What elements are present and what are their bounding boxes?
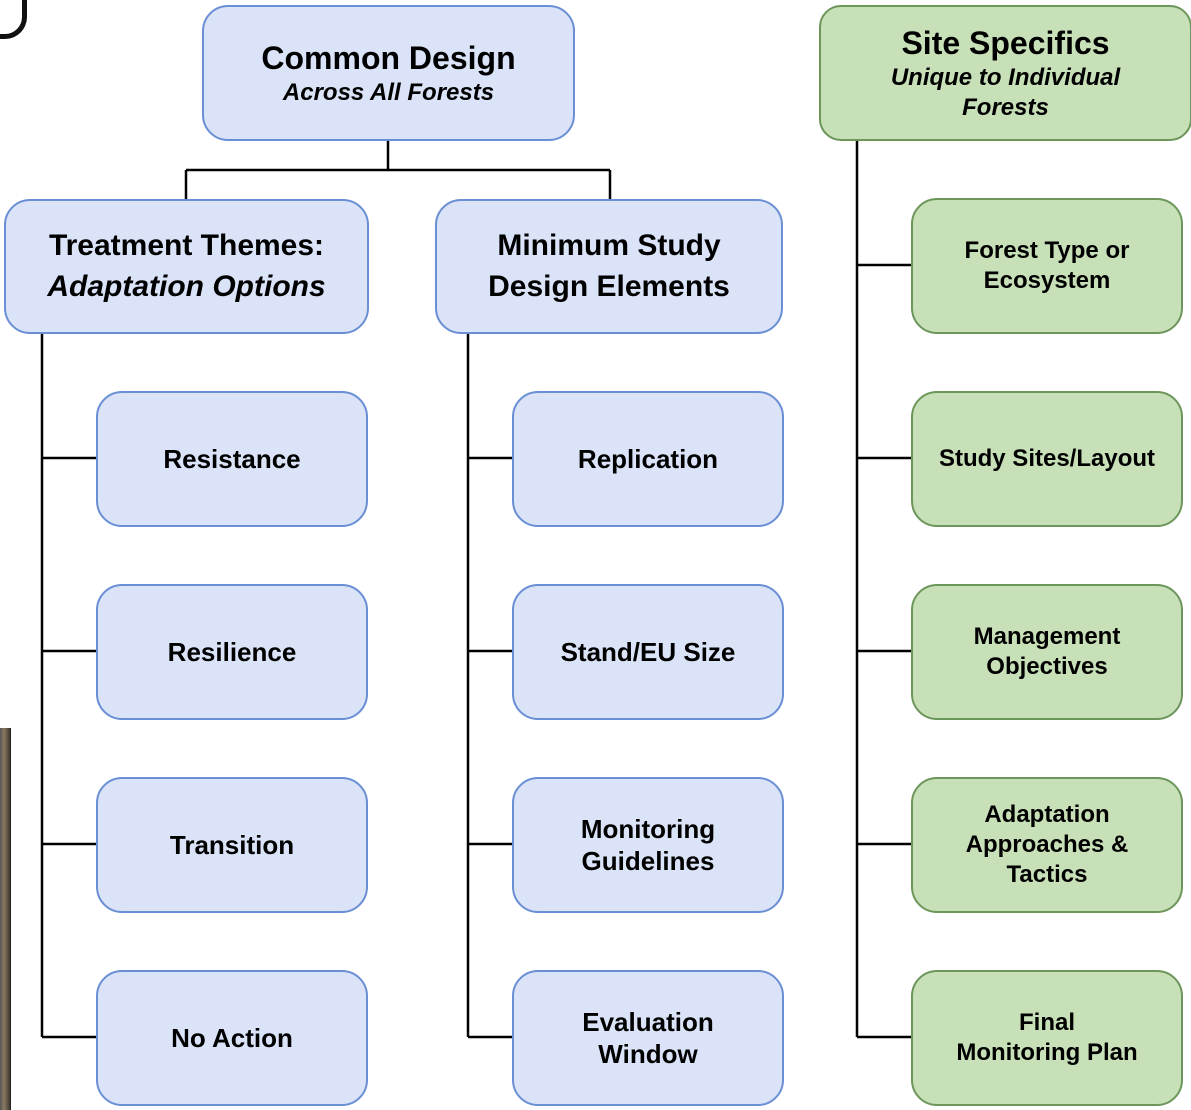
site-item-label-line2: Approaches & [965,831,1129,858]
study-item-stand-size: Stand/EU Size [512,584,784,720]
site-item-label-line1: Final [1018,1009,1075,1036]
study-item-label: Stand/EU Size [560,636,736,667]
theme-item-label: No Action [171,1022,293,1053]
study-item-monitoring: Monitoring Guidelines [512,777,784,913]
site-specifics-subtitle-line1: Unique to Individual [890,64,1121,91]
theme-item-label: Transition [169,829,295,860]
site-item-management: Management Objectives [911,584,1183,720]
site-specifics-subtitle-line2: Forests [962,94,1049,121]
cropped-glyph [0,0,27,39]
study-item-label-line2: Guidelines [581,846,715,876]
site-item-study-sites: Study Sites/Layout [911,391,1183,527]
common-design-subtitle: Across All Forests [282,79,495,106]
site-specifics-box: Site Specifics Unique to Individual Fore… [819,5,1191,141]
site-item-label-line1: Adaptation [984,801,1110,828]
study-item-label-line2: Window [598,1039,698,1069]
site-item-label-line3: Tactics [1006,861,1088,888]
study-item-evaluation: Evaluation Window [512,970,784,1106]
treatment-themes-subtitle: Adaptation Options [47,269,326,303]
site-item-final-plan: Final Monitoring Plan [911,970,1183,1106]
study-design-title-line1: Minimum Study [497,229,721,262]
study-item-label-line1: Monitoring [580,813,716,844]
site-item-forest-type: Forest Type or Ecosystem [911,198,1183,334]
site-item-label-line1: Management [973,623,1121,650]
common-design-box: Common Design Across All Forests [202,5,575,141]
study-item-label-line1: Evaluation [582,1006,714,1037]
theme-item-resistance: Resistance [96,391,368,527]
cropped-photo-edge [0,728,11,1110]
theme-item-no-action: No Action [96,970,368,1106]
site-item-label-line2: Objectives [986,653,1108,680]
treatment-themes-title: Treatment Themes: [48,229,325,262]
theme-item-transition: Transition [96,777,368,913]
treatment-themes-box: Treatment Themes: Adaptation Options [4,199,369,334]
site-item-label-line1: Forest Type or [964,237,1130,264]
study-item-replication: Replication [512,391,784,527]
study-design-title-line2: Design Elements [488,269,730,303]
site-item-label-line2: Monitoring Plan [956,1039,1138,1066]
study-design-box: Minimum Study Design Elements [435,199,783,334]
site-item-label-line1: Study Sites/Layout [938,445,1156,472]
theme-item-label: Resistance [163,443,301,474]
theme-item-label: Resilience [167,636,297,667]
study-item-label: Replication [577,443,719,474]
site-item-adaptation: Adaptation Approaches & Tactics [911,777,1183,913]
theme-item-resilience: Resilience [96,584,368,720]
site-item-label-line2: Ecosystem [983,267,1111,294]
site-specifics-title: Site Specifics [901,25,1110,61]
common-design-title: Common Design [261,40,516,76]
